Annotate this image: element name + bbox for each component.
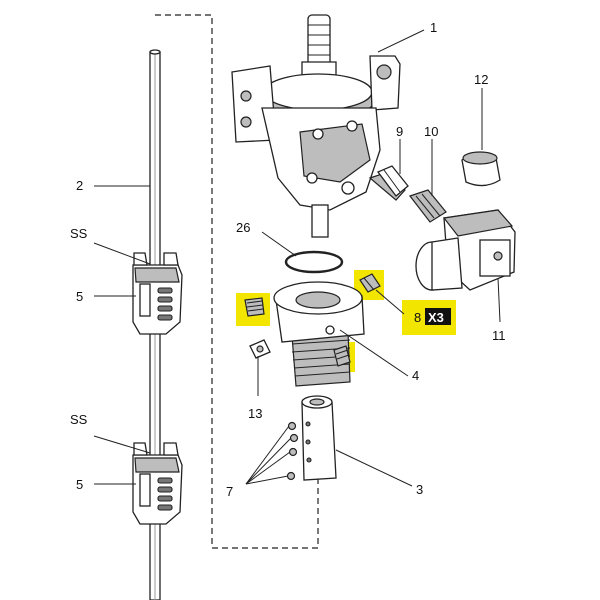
part-7-screws	[286, 421, 299, 481]
callout-1: 1	[430, 20, 437, 35]
part-26-o-ring	[284, 250, 344, 274]
callout-12: 12	[474, 72, 488, 87]
callout-10: 10	[424, 124, 438, 139]
callout-26: 26	[236, 220, 250, 235]
part-10-fitting	[409, 189, 447, 223]
callout-5-lower: 5	[76, 477, 83, 492]
callout-7: 7	[226, 484, 233, 499]
callout-3: 3	[416, 482, 423, 497]
part-4-bushing	[273, 281, 365, 387]
part-8-set-screw-top	[359, 273, 381, 293]
part-8-set-screw-left	[244, 297, 265, 317]
callout-ss-lower: SS	[70, 412, 88, 427]
part-8-set-screw-bottom	[333, 345, 351, 367]
callout-5-upper: 5	[76, 289, 83, 304]
callout-4: 4	[412, 368, 419, 383]
leader-lines	[93, 29, 501, 487]
callout-13: 13	[248, 406, 262, 421]
part-12-band	[461, 151, 501, 187]
callout-11: 11	[492, 328, 506, 343]
callout-ss-upper: SS	[70, 226, 88, 241]
callout-8-quantity: X3	[428, 310, 444, 325]
part-5-clamp-lower	[132, 442, 183, 525]
callout-2: 2	[76, 178, 83, 193]
callout-9: 9	[396, 124, 403, 139]
part-5-clamp-upper	[132, 252, 183, 335]
part-11-regulator	[415, 209, 516, 291]
part-3-coupling	[301, 395, 337, 481]
part-9-fitting	[368, 165, 409, 201]
part-13-ground-screw	[249, 339, 271, 359]
quantity-badge	[425, 308, 451, 325]
assembly-boundary	[155, 14, 319, 549]
part-1-motor-assembly	[231, 14, 401, 238]
callout-8: 8	[414, 310, 421, 325]
